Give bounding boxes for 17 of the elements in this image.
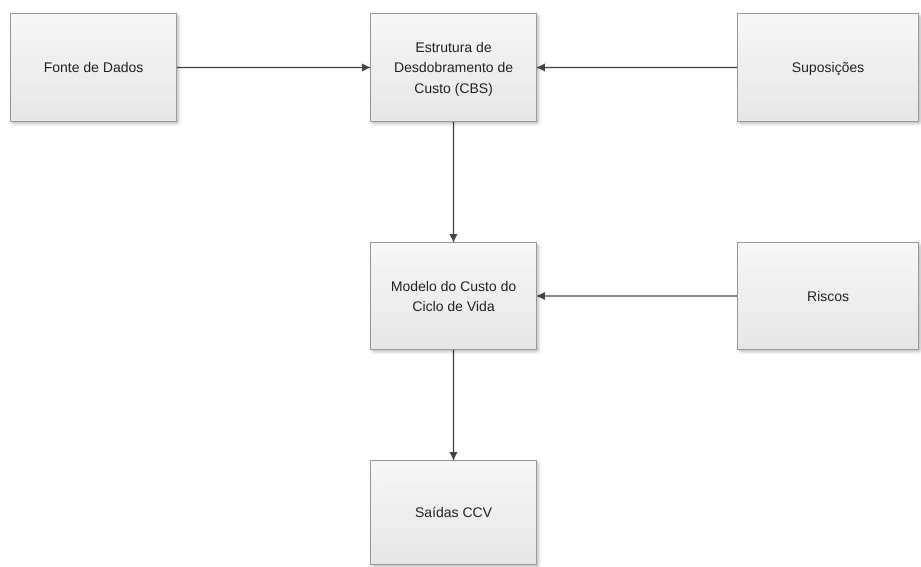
box-label: Estrutura de Desdobramento de Custo (CBS) [392, 38, 514, 98]
box-label: Fonte de Dados [44, 58, 144, 78]
arrow [450, 350, 458, 460]
arrow [537, 64, 737, 72]
process-box [370, 13, 537, 122]
process-box [370, 460, 537, 565]
box-label: Riscos [806, 286, 849, 306]
arrow [450, 122, 458, 242]
box-label: Saídas CCV [414, 503, 492, 522]
arrow [537, 292, 737, 300]
process-box [737, 13, 919, 122]
arrow [177, 64, 370, 72]
box-label: Modelo do Custo do Ciclo de Vida [390, 276, 518, 316]
process-box [370, 242, 537, 350]
process-box [737, 242, 919, 350]
box-label: Suposições [792, 58, 864, 78]
process-box [10, 13, 177, 122]
